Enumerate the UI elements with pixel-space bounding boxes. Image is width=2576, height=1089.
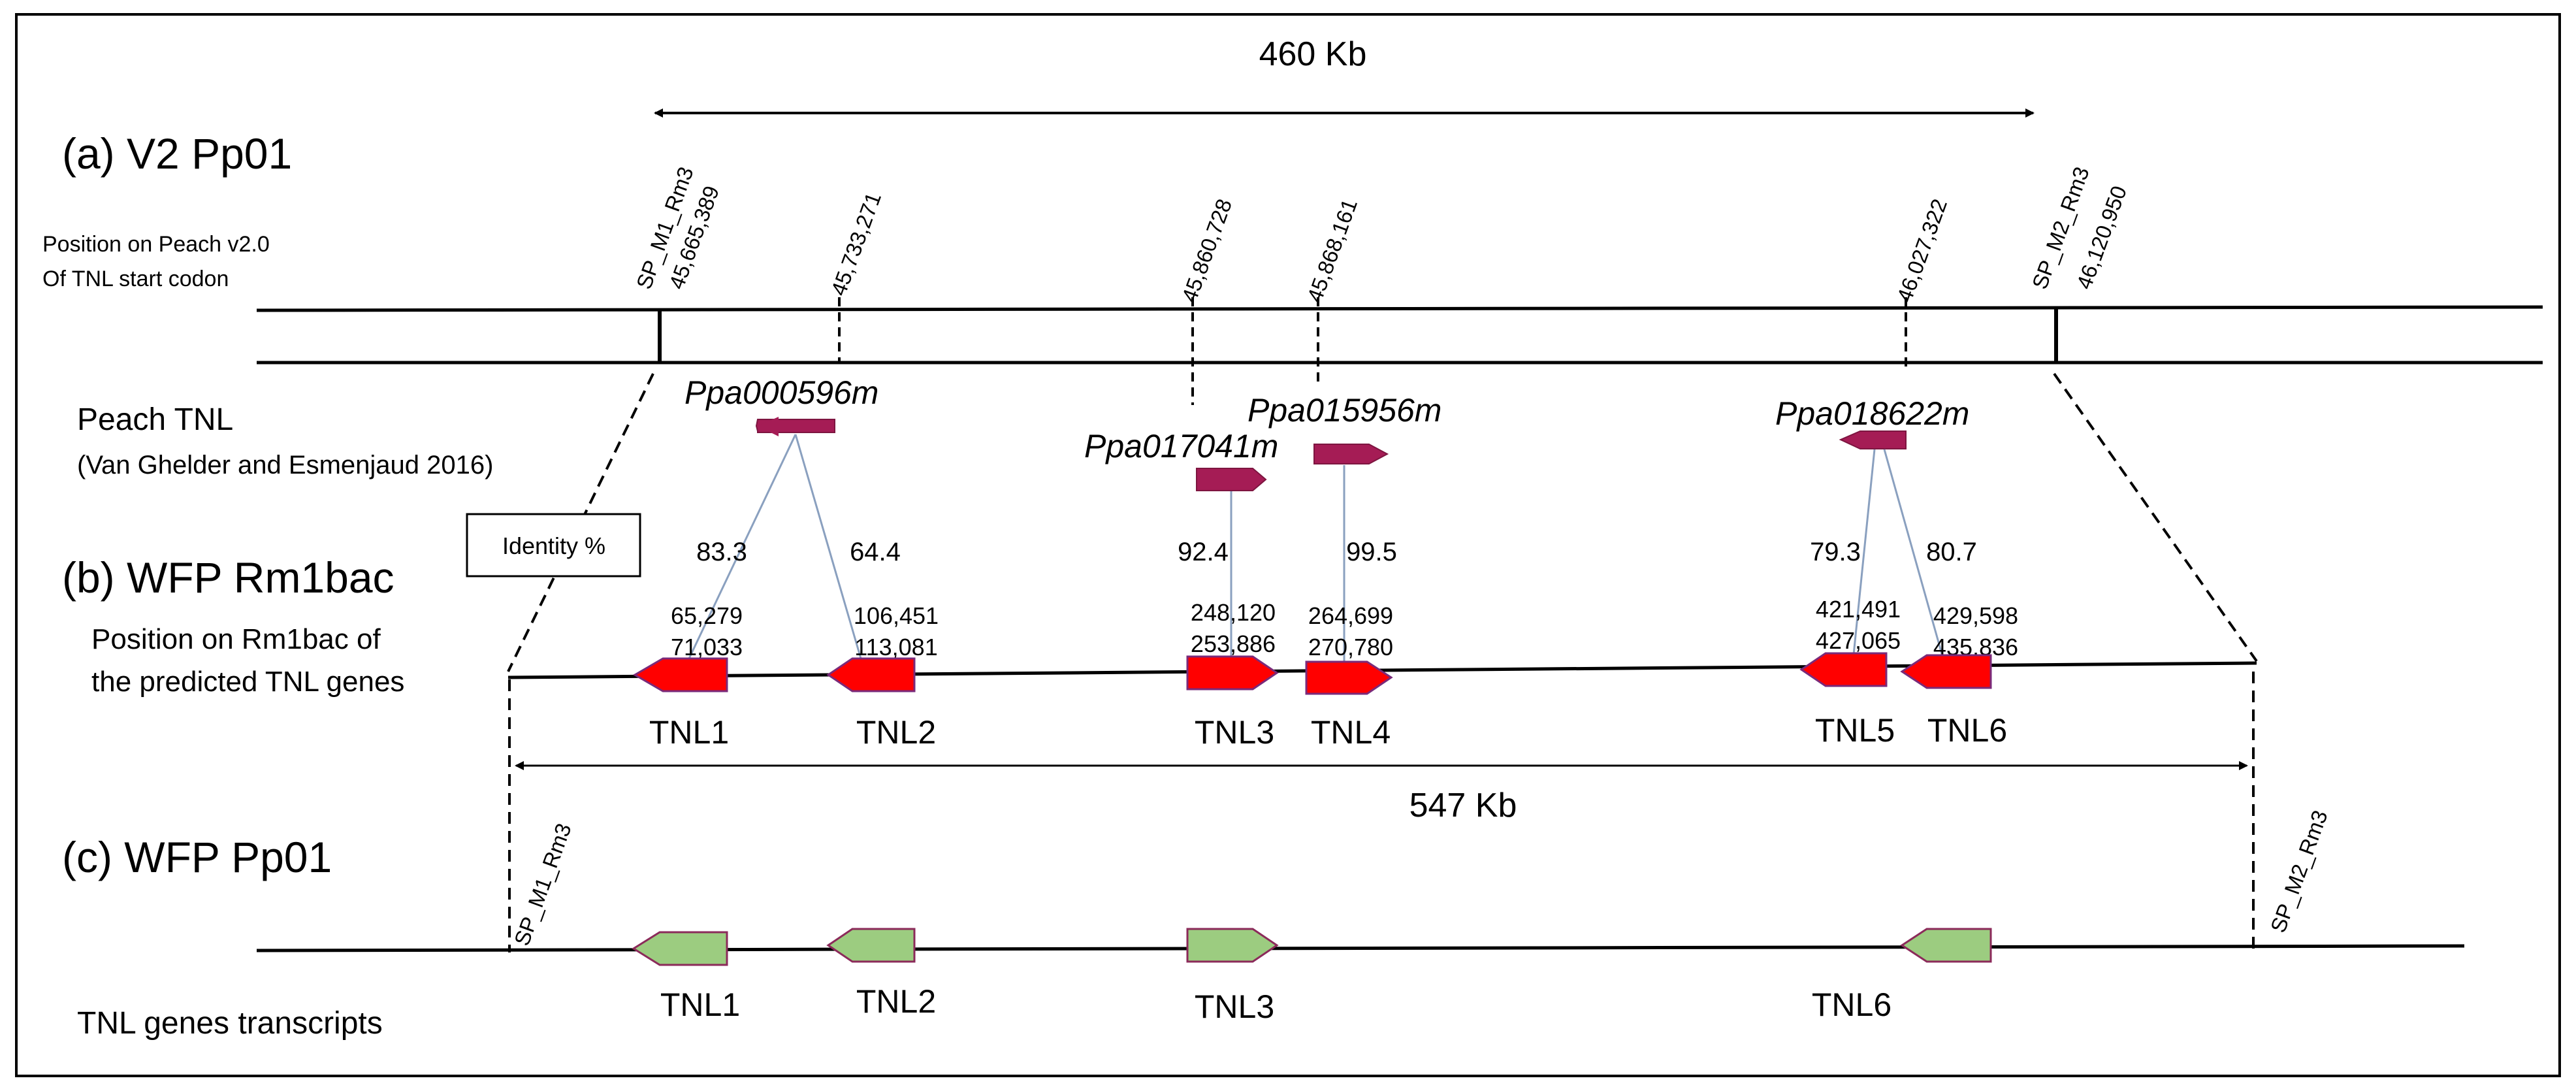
transcript-tnl1: [632, 931, 728, 966]
section-b-caption-2: the predicted TNL genes: [91, 666, 404, 698]
wfp-marker-label-sp-m2: SP_M2_Rm3: [2266, 807, 2332, 935]
transcript-tnl6: [1900, 928, 1992, 963]
bac-gene-tnl3: [1186, 655, 1279, 691]
bac-gene-tnl2: [826, 657, 916, 692]
bac-position-start-tnl3: 248,120: [1191, 599, 1276, 626]
peach-tnl-caption: Peach TNL: [77, 402, 233, 437]
bac-position-start-tnl4: 264,699: [1308, 602, 1393, 629]
bac-gene-label-tnl6: TNL6: [1927, 712, 2007, 749]
bac-gene-tnl4: [1305, 660, 1393, 695]
section-b-caption-1: Position on Rm1bac of: [91, 623, 381, 655]
identity-legend-box: [466, 513, 641, 577]
bac-gene-tnl5: [1799, 652, 1888, 687]
section-a-title: (a) V2 Pp01: [62, 129, 292, 178]
connector-tnl6: [1883, 449, 1944, 659]
wfp-line: [256, 944, 2465, 952]
zoom-line-right: [2053, 372, 2258, 662]
peach-gene-label-ppa015956m: Ppa015956m: [1248, 392, 1441, 429]
bac-gene-label-tnl3: TNL3: [1195, 714, 1274, 751]
bac-position-end-tnl3: 253,886: [1191, 630, 1276, 657]
connector-tnl1: [688, 434, 797, 659]
bac-position-end-tnl1: 71,033: [671, 634, 743, 660]
bac-position-end-tnl4: 270,780: [1308, 634, 1393, 660]
section-a-caption-2: Of TNL start codon: [42, 267, 229, 291]
bac-position-end-tnl2: 113,081: [854, 634, 937, 660]
marker-label-46027322: 46,027,322: [1892, 196, 1952, 306]
transcript-tnl3: [1186, 928, 1279, 963]
identity-value-tnl5: 79.3: [1810, 538, 1861, 566]
chromosome-line-top: [256, 305, 2543, 312]
section-c-caption: TNL genes transcripts: [77, 1006, 383, 1041]
bac-gene-label-tnl4: TNL4: [1311, 714, 1391, 751]
section-b-title: (b) WFP Rm1bac: [62, 553, 394, 602]
identity-value-tnl2: 64.4: [850, 538, 901, 566]
transcript-tnl2: [826, 928, 916, 963]
figure-frame: [15, 13, 2561, 1077]
bac-position-end-tnl5: 427,065: [1816, 627, 1901, 654]
zoom-line-left: [507, 373, 654, 672]
bac-gene-tnl1: [633, 657, 728, 692]
bac-gene-tnl6: [1900, 654, 1992, 689]
transcript-label-tnl3: TNL3: [1195, 988, 1274, 1025]
connector-tnl5: [1852, 449, 1876, 655]
marker-label-45868161: 45,868,161: [1302, 196, 1362, 306]
peach-gene-label-ppa017041m: Ppa017041m: [1084, 428, 1278, 464]
peach-gene-label-ppa018622m: Ppa018622m: [1775, 395, 1969, 432]
peach-tnl-reference: (Van Ghelder and Esmenjaud 2016): [77, 451, 493, 479]
identity-value-tnl4: 99.5: [1346, 538, 1397, 566]
transcript-label-tnl2: TNL2: [856, 983, 936, 1020]
scale-top-label: 460 Kb: [1259, 35, 1367, 73]
identity-value-tnl1: 83.3: [696, 538, 747, 566]
identity-value-tnl6: 80.7: [1926, 538, 1977, 566]
marker-label-45733271: 45,733,271: [826, 189, 886, 299]
peach-gene-ppa000596m-arrowhead: [758, 417, 779, 436]
bac-position-start-tnl1: 65,279: [671, 602, 743, 629]
scale-bottom-label: 547 Kb: [1409, 787, 1517, 824]
bac-position-start-tnl5: 421,491: [1816, 596, 1901, 623]
bac-position-start-tnl6: 429,598: [1933, 602, 2018, 629]
peach-gene-ppa018622m: [1839, 431, 1907, 449]
wfp-marker-label-sp-m1: SP_M1_Rm3: [509, 820, 576, 949]
section-a-caption-1: Position on Peach v2.0: [42, 232, 270, 257]
transcript-label-tnl6: TNL6: [1812, 986, 1892, 1023]
peach-gene-ppa015956m: [1313, 444, 1389, 464]
bac-gene-label-tnl5: TNL5: [1815, 712, 1895, 749]
bac-gene-label-tnl1: TNL1: [649, 714, 729, 751]
identity-value-tnl3: 92.4: [1178, 538, 1229, 566]
bac-gene-label-tnl2: TNL2: [856, 714, 936, 751]
identity-legend-label: Identity %: [502, 532, 605, 559]
marker-label-45860728: 45,860,728: [1177, 196, 1236, 306]
peach-gene-label-ppa000596m: Ppa000596m: [684, 374, 878, 411]
bac-position-start-tnl2: 106,451: [854, 602, 939, 629]
connector-tnl2: [794, 434, 862, 659]
section-c-title: (c) WFP Pp01: [62, 833, 332, 881]
transcript-label-tnl1: TNL1: [660, 986, 740, 1023]
peach-gene-ppa017041m: [1196, 468, 1267, 491]
